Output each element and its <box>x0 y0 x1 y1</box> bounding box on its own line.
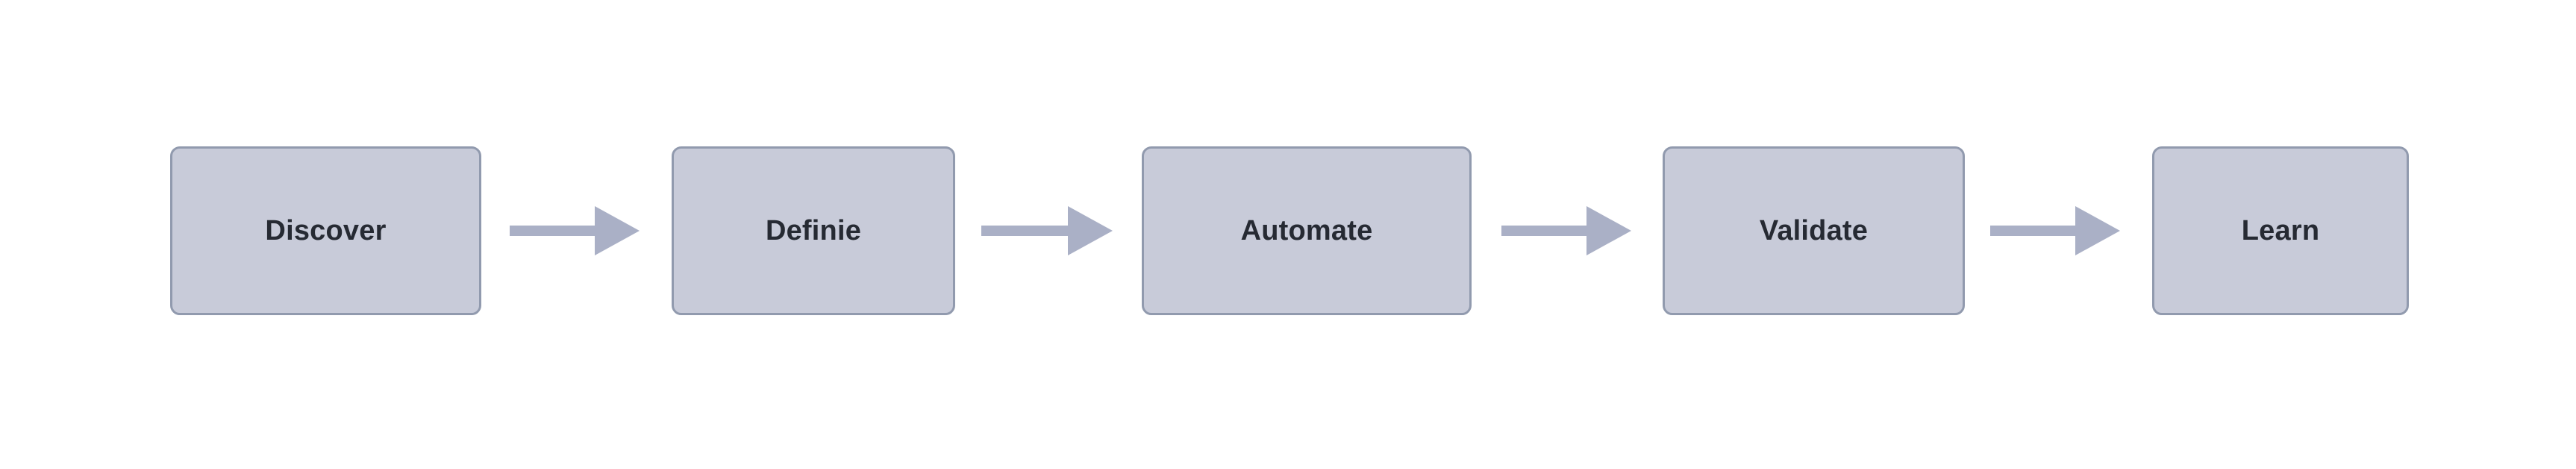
flow-node-label: Learn <box>2241 215 2320 246</box>
flow-node-learn[interactable]: Learn <box>2152 146 2409 315</box>
flow-node-label: Definie <box>765 215 862 246</box>
process-flow-row: Discover Definie Automate Validate Learn <box>0 146 2576 315</box>
flow-node-validate[interactable]: Validate <box>1663 146 1965 315</box>
flow-node-label: Discover <box>265 215 387 246</box>
flow-node-definie[interactable]: Definie <box>672 146 955 315</box>
arrow-right-icon <box>510 206 640 255</box>
flow-node-label: Validate <box>1759 215 1869 246</box>
arrow-right-icon <box>1990 206 2120 255</box>
arrow-right-icon <box>1501 206 1631 255</box>
flow-node-automate[interactable]: Automate <box>1142 146 1472 315</box>
flow-node-label: Automate <box>1240 215 1373 246</box>
flow-node-discover[interactable]: Discover <box>170 146 481 315</box>
arrow-right-icon <box>981 206 1113 255</box>
